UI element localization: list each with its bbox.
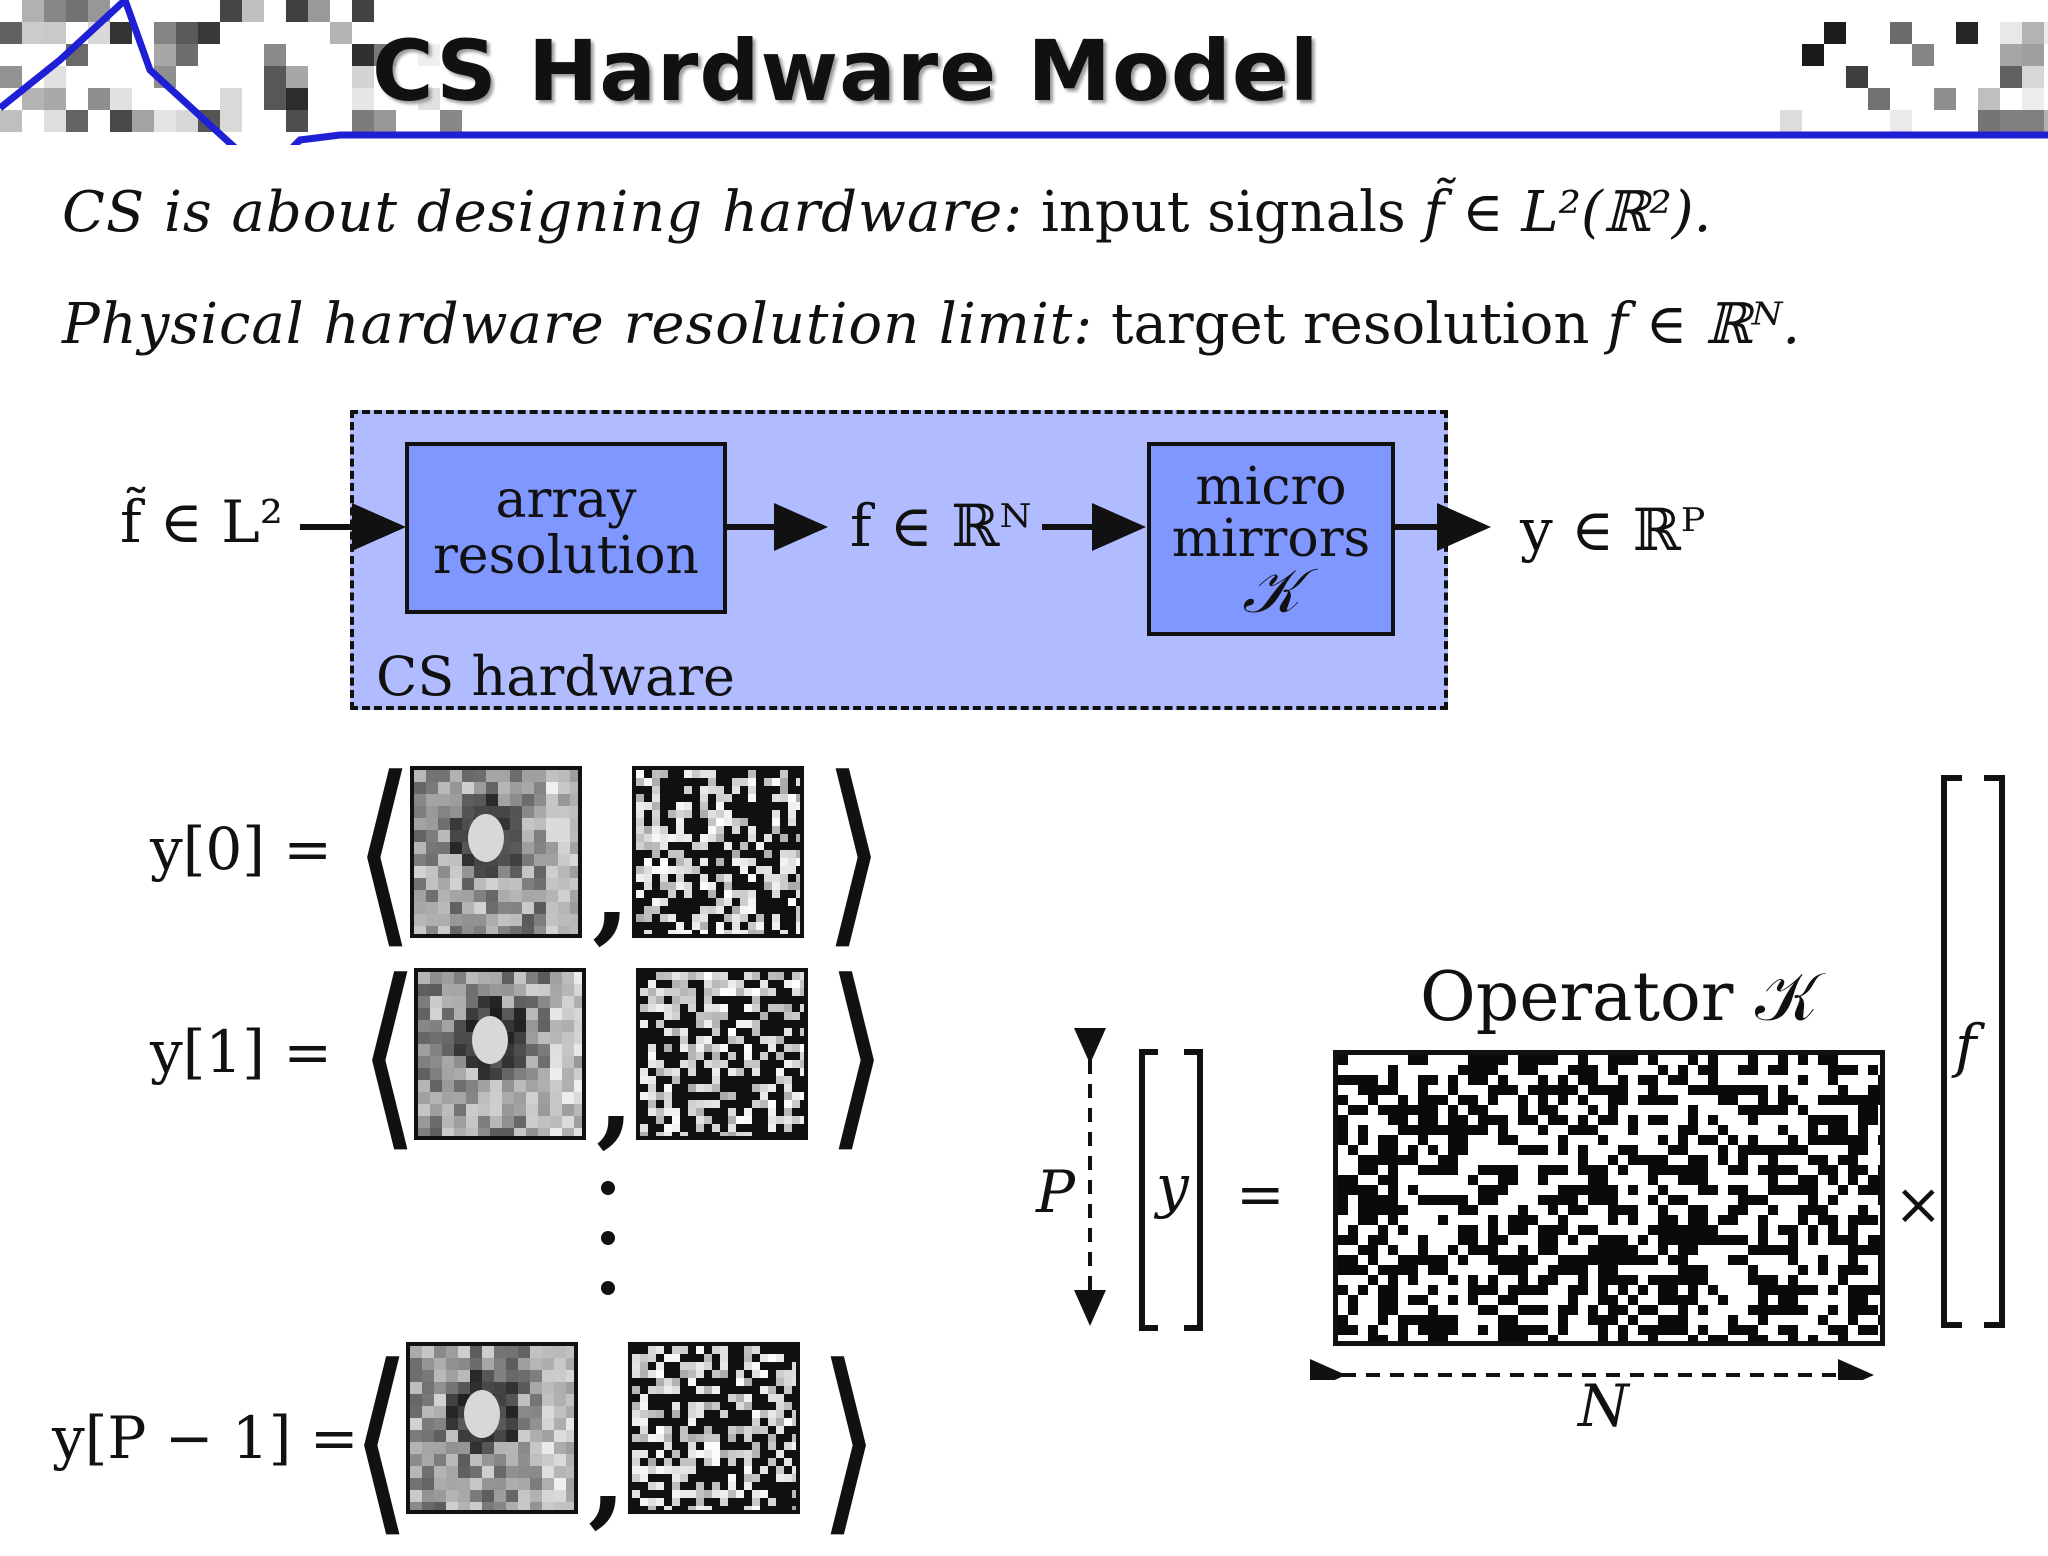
row-1-right-angle: ⟩ [825, 938, 889, 1171]
statement-1-text: input signals [1040, 180, 1406, 245]
operator-title: Operator 𝒦 [1420, 958, 1819, 1037]
row-last-image-tile [406, 1342, 578, 1514]
row-1-left-angle: ⟨ [357, 938, 421, 1171]
array-resolution-block: array resolution [405, 442, 727, 614]
array-block-line1: array [495, 470, 637, 530]
row-last-noise-tile [628, 1342, 800, 1514]
row-1-comma: , [596, 1030, 635, 1159]
n-dimension-label: N [1578, 1372, 1629, 1440]
header-blue-rule [0, 0, 2048, 145]
header-mosaic-left [0, 0, 462, 132]
header-decoration [0, 0, 2048, 145]
row-last-label: y[P − 1] = [52, 1404, 359, 1472]
vertical-ellipsis [601, 1181, 615, 1295]
p-dimension-label: P [1036, 1158, 1076, 1226]
statement-2-emphasis: Physical hardware resolution limit: [62, 292, 1094, 357]
y-vector-label: y [1156, 1152, 1189, 1220]
statement-line-1: CS is about designing hardware: input si… [62, 180, 1711, 245]
statement-1-emphasis: CS is about designing hardware: [62, 180, 1024, 245]
statement-line-2: Physical hardware resolution limit: targ… [62, 292, 1800, 357]
statement-2-text: target resolution [1110, 292, 1590, 357]
row-last-right-angle: ⟩ [817, 1323, 881, 1556]
operator-matrix [1333, 1050, 1885, 1346]
input-signal-label: f̃ ∈ L² [120, 488, 284, 556]
row-1-noise-tile [636, 968, 808, 1140]
array-block-line2: resolution [432, 526, 700, 586]
target-resolution-label: f ∈ ℝᴺ [850, 492, 1032, 560]
micro-block-line2: mirrors [1171, 509, 1371, 569]
statement-2-math: f ∈ ℝᴺ. [1607, 292, 1801, 357]
times-sign: × [1894, 1170, 1943, 1238]
row-1-label: y[1] = [150, 1018, 332, 1086]
row-0-noise-tile [632, 766, 804, 938]
row-0-label: y[0] = [150, 815, 332, 883]
micro-block-line1: micro [1195, 457, 1347, 517]
cs-hardware-label: CS hardware [376, 645, 736, 708]
row-0-comma: , [592, 826, 631, 955]
output-label: y ∈ ℝᴾ [1520, 496, 1706, 564]
f-vector-label: f [1955, 1012, 1977, 1080]
row-last-comma: , [588, 1410, 627, 1539]
row-last-left-angle: ⟨ [349, 1323, 413, 1556]
row-0-right-angle: ⟩ [822, 735, 886, 968]
row-0-left-angle: ⟨ [352, 735, 416, 968]
row-0-image-tile [410, 766, 582, 938]
equals-sign: = [1236, 1160, 1285, 1228]
micro-block-symbol: 𝒦 [1242, 554, 1300, 627]
row-1-image-tile [414, 968, 586, 1140]
micro-mirrors-block: micro mirrors 𝒦 [1147, 442, 1395, 636]
statement-1-math: f̃ ∈ L²(ℝ²). [1423, 180, 1712, 245]
header-mosaic-right [1780, 22, 2048, 132]
slide-title: CS Hardware Model [372, 22, 1320, 120]
